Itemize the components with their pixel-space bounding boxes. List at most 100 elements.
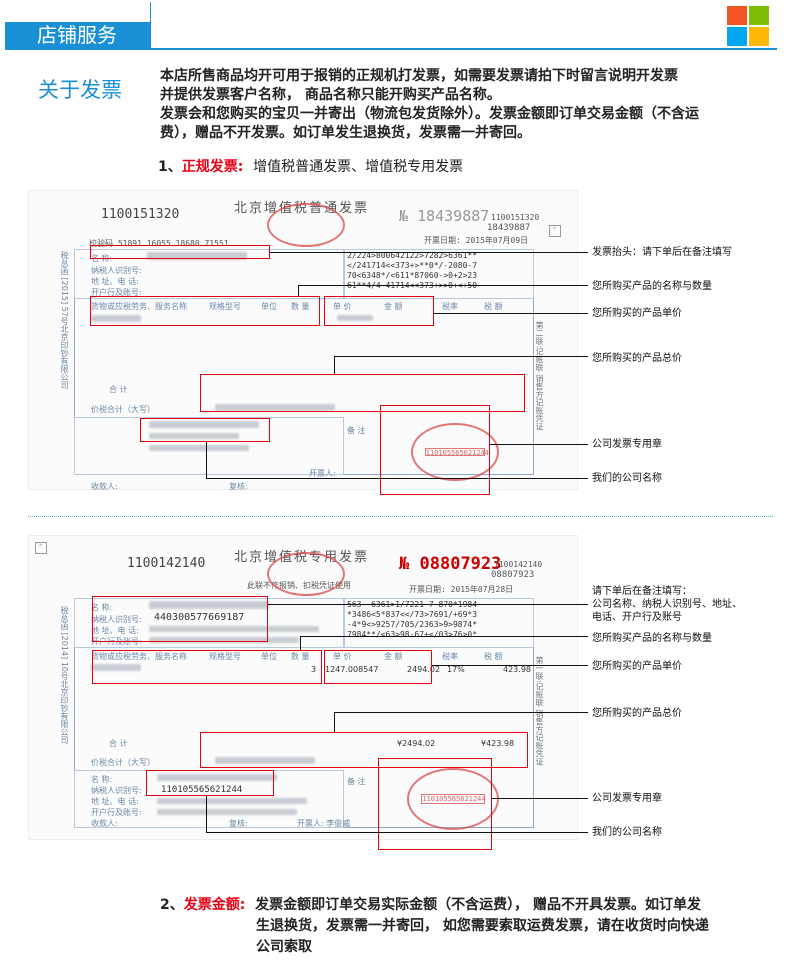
about-paragraph: 发票会和您购买的宝贝一并寄出（物流包发货除外）。发票金额即订单交易金额（不含运 [160,106,699,122]
label-tax-id: 纳税人识别号: [91,786,142,795]
label-spec: 规格型号 [209,652,241,661]
leader-line [300,636,301,650]
drawer-name: 李俊威 [326,819,351,828]
label-amount: 金 额 [384,302,403,311]
invoice1-seller-box [74,417,344,475]
label-goods: 货物或应税劳务、服务名称 [91,302,187,311]
logo-yellow-square [749,27,769,46]
about-invoice-title: 关于发票 [38,78,122,102]
invoice2-small-code: 1100142140 [494,560,543,569]
item1-prefix: 1、 [158,159,182,175]
leader-line [206,478,588,479]
invoice2-number-value: 08807923 [419,554,502,574]
label-amount: 金 额 [384,652,403,661]
header-bar: 店铺服务 [0,0,790,56]
about-paragraph: 费），赠品不开发票。如订单发生退换货，发票需一并寄回。 [160,125,531,141]
item2-prefix: 2、 [160,897,184,913]
highlight-total [200,732,528,768]
label-total-upper: 价税合计（大写） [91,405,155,414]
invoice2-small-number: 08807923 [491,570,535,580]
corner-mark: ⌜ [549,225,561,237]
no-symbol: № [399,207,409,225]
logo-green-square [749,6,769,25]
label-tax-id: 纳税人识别号: [91,266,142,275]
annotation-line: 电话、开户行及账号 [592,612,682,623]
date-label: 开票日期: [424,236,461,245]
label-qty: 数 量 [291,652,310,661]
logo-red-square [727,6,747,25]
annotation-line: 公司名称、纳税人识别号、地址、 [592,599,742,610]
invoice2-cipher: 563--6361>1/7221-7-870*1984 *3486<5*837<… [347,600,478,639]
invoice2-code: 1100142140 [127,556,206,571]
invoice1-number-value: 18439887 [417,207,490,225]
annotation-line: 请下单后在备注填写： [592,586,692,597]
label-payee: 收款人: [91,482,118,491]
invoice1-small-code: 1100151320 [491,213,540,222]
redacted-text [149,601,269,609]
leader-line [492,798,588,799]
invoice-sample-general: ⌜ 1100151320 北京增值税普通发票 № 18439887 110015… [28,190,578,491]
total-tax: ¥423.98 [481,739,515,748]
leader-line [298,285,299,296]
row-amount: 2494.02 [407,665,441,674]
about-paragraph: 本店所售商品均开可用于报销的正规机打发票，如需要发票请拍下时留言说明开发票 [160,68,678,84]
about-invoice-text: 本店所售商品均开可用于报销的正规机打发票，如需要发票请拍下时留言说明开发票 并提… [160,67,760,143]
redacted-text [149,445,249,451]
annotation-company-seal: 公司发票专用章 [592,439,662,450]
label-total: 合 计 [109,385,128,394]
invoice2-date: 开票日期: 2015年07月28日 [409,585,513,595]
row-rate: 17% [447,665,465,674]
label-reviewer: 复核: [229,482,248,491]
invoice2-side-text: 税总函 [2014] 10号北京印钞有限公司 [60,606,69,744]
redacted-text [157,809,297,815]
item1-line: 1、正规发票: 增值税普通发票、增值税专用发票 [158,156,463,176]
annotation-total-price: 您所购买的产品总价 [592,708,682,719]
annotation-product-name: 您所购买产品的名称与数量 [592,281,712,292]
item2-line: 发票金额即订单交易实际金额（不含运费）， 赠品不开具发票。如订单发 [255,897,701,913]
invoice2-cipher-box [344,598,534,648]
redacted-text [147,252,247,260]
annotation-invoice-header: 发票抬头：请下单后在备注填写 [592,247,732,258]
highlight-price [324,296,434,326]
invoice2-number: № 08807923 [399,554,501,574]
item1-text: 增值税普通发票、增值税专用发票 [253,159,464,175]
label-bank: 开户行及账号: [91,288,142,297]
leader-line [434,313,588,314]
redacted-text [91,664,141,671]
label-reviewer: 复核: [229,819,248,828]
invoice1-side-text: 税总函 [2015] 57号北京印钞有限公司 [60,251,69,389]
invoice2-tax-seal [267,552,345,596]
label-total-upper: 价税合计（大写） [91,758,155,767]
label-qty: 数 量 [291,302,310,311]
redacted-text [157,774,277,781]
logo-blue-square [727,27,747,46]
label-payee: 收款人: [91,819,118,828]
leader-line [334,356,335,374]
label-price: 单 价 [333,652,352,661]
label-tax: 税 额 [484,302,503,311]
highlight-goods [90,296,320,326]
redacted-text [149,433,239,439]
leader-line [206,796,207,832]
no-symbol: № [399,554,410,574]
highlight-seller-name [140,418,270,442]
row-price: 1247.008547 [325,665,379,674]
annotation-buyer-info: 请下单后在备注填写： 公司名称、纳税人识别号、地址、 电话、开户行及账号 [592,585,742,624]
highlight-seller-name [146,770,274,796]
invoice2-side-text-right: 第一联:记账联 销售方记账凭证 [535,656,544,766]
label-name: 名 称: [91,603,113,612]
seal-number: 110105565621244 [424,447,489,457]
label-unit: 单位 [261,652,277,661]
invoice1-code: 1100151320 [101,207,180,222]
label-drawer: 开票人: [309,469,336,478]
item2-line: 生退换货，发票需一并寄回， 如您需要索取运费发票，请在收货时向快递 [256,918,709,934]
label-tax-id: 纳税人识别号: [91,615,142,624]
label-address: 地 址、电 话: [91,626,139,635]
highlight-buyer-info [92,596,268,642]
item2-block: 2、发票金额: 发票金额即订单交易实际金额（不含运费）， 赠品不开具发票。如订单… [160,895,750,958]
redacted-text [91,315,141,322]
redacted-text [149,637,299,643]
label-remark: 备 注 [347,426,366,435]
date-value: 2015年07月28日 [450,585,514,594]
header-tab-store-service: 店铺服务 [5,22,150,48]
